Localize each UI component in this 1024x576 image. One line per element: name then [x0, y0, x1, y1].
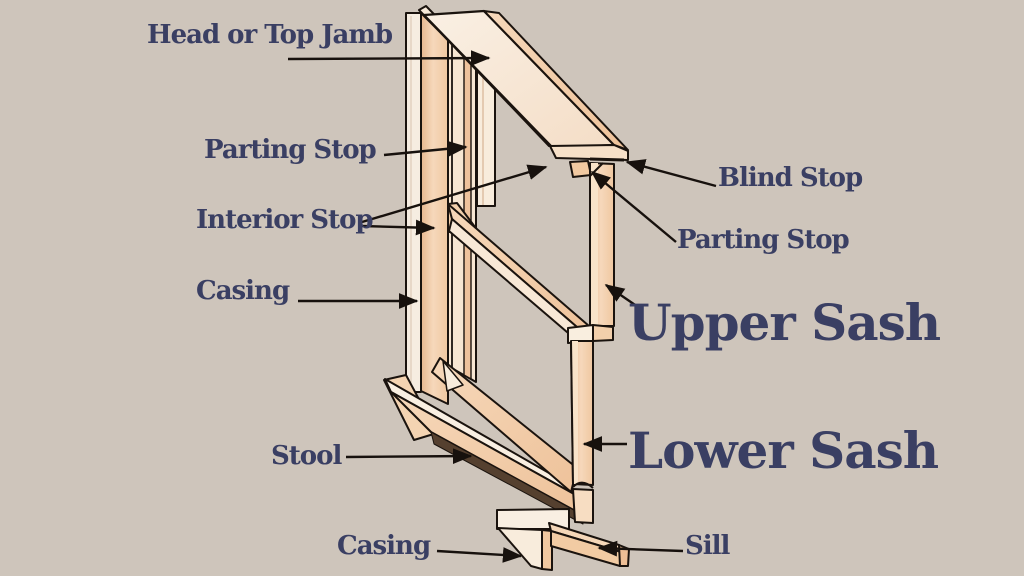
sill-end-cap [618, 544, 630, 567]
annotation-arrows [287, 50, 717, 563]
side-jamb-edge [420, 12, 449, 405]
label-lower-sash: Lower Sash [628, 421, 939, 480]
label-parting-stop-left: Parting Stop [204, 135, 377, 165]
lower-sash-bottom-rail [431, 357, 578, 493]
label-blind-stop: Blind Stop [718, 163, 863, 193]
stile-scribe-joint [572, 481, 594, 489]
label-interior-stop: Interior Stop [196, 205, 374, 235]
head-jamb-groove-line [589, 157, 625, 162]
head-jamb-bottom-band [549, 144, 629, 161]
label-upper-sash: Upper Sash [628, 293, 941, 352]
arrow-casing-bottom [436, 547, 523, 563]
upper-sash-right-stile-highlight [590, 163, 598, 326]
label-head-or-top-jamb: Head or Top Jamb [147, 20, 393, 50]
bottom-casing-face [497, 527, 543, 570]
rail-joint-cap-right [592, 324, 614, 342]
arrow-interior-stop-right [361, 219, 436, 236]
label-parting-stop-right: Parting Stop [677, 225, 850, 255]
parting-stop-block [569, 160, 592, 178]
arrow-parting-stop-right [590, 170, 677, 243]
arrow-interior-stop-up [361, 164, 548, 224]
left-casing-board [405, 12, 422, 393]
arrow-stool [345, 448, 473, 465]
label-casing-bottom: Casing [337, 531, 431, 561]
bottom-casing-edge [541, 529, 553, 571]
arrow-blind-stop [625, 159, 717, 188]
arrow-sill [597, 540, 684, 557]
lower-stile-bottom-section [572, 488, 594, 524]
label-casing-left: Casing [196, 276, 290, 306]
arrow-head-jamb [287, 50, 491, 66]
arrow-parting-stop-left [383, 140, 468, 157]
lower-rail-end-cap [442, 360, 464, 392]
lower-stile-left-edge [570, 340, 574, 485]
label-sill: Sill [685, 531, 730, 561]
label-stool: Stool [271, 441, 342, 471]
arrow-upper-sash [604, 284, 642, 310]
